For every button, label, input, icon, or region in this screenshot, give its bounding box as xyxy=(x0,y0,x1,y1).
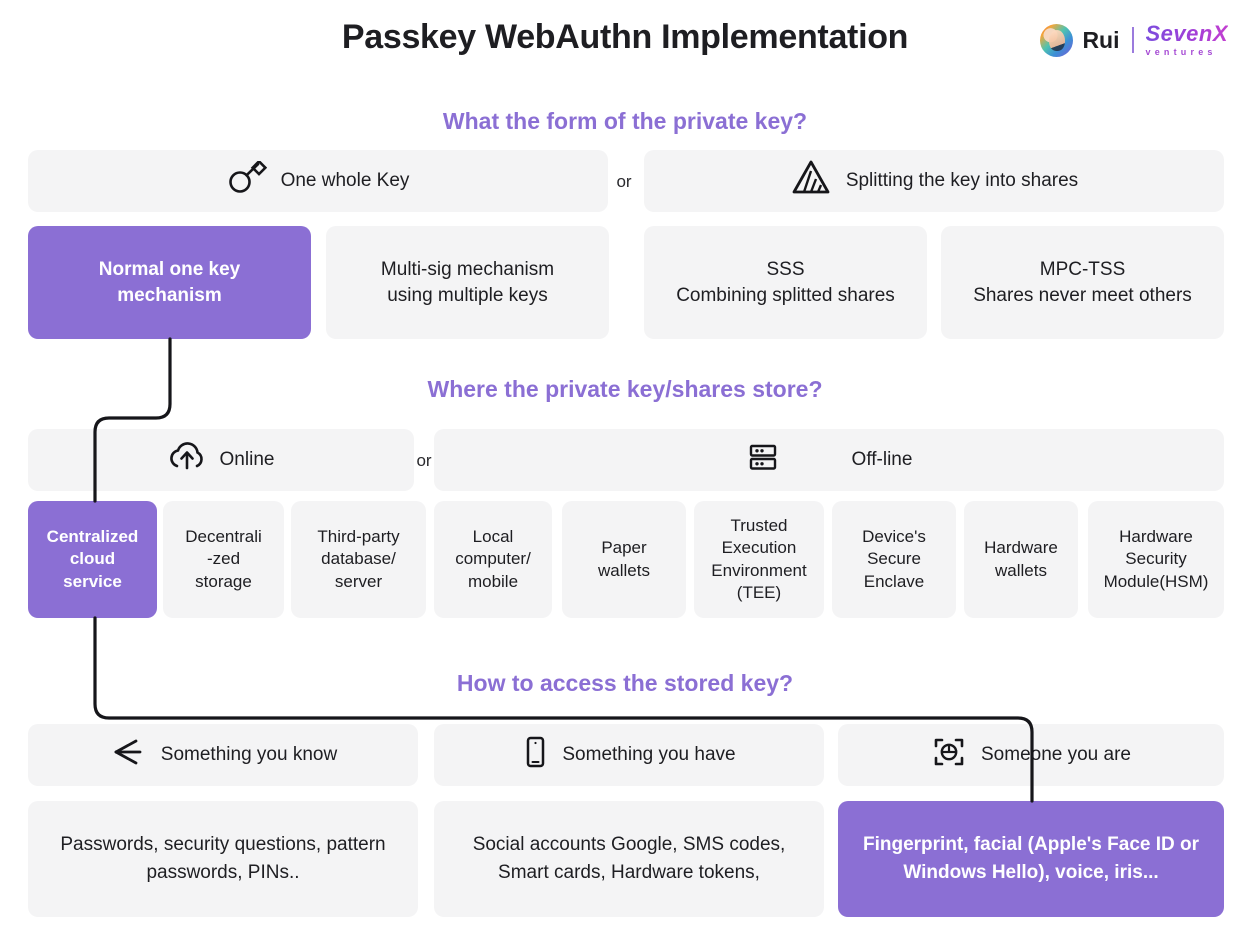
option-label: Someone you are xyxy=(981,744,1131,765)
brand-lockup: Rui SevenX ventures xyxy=(1040,20,1228,60)
storage-label: Trusted Execution Environment (TEE) xyxy=(711,516,807,602)
option-something-you-know[interactable]: Something you know xyxy=(28,724,418,786)
detail-something-you-have[interactable]: Social accounts Google, SMS codes, Smart… xyxy=(434,801,824,917)
storage-label: Device's Secure Enclave xyxy=(862,527,926,591)
avatar-portrait-icon xyxy=(1040,23,1074,57)
storage-label: Local computer/ mobile xyxy=(455,527,531,591)
face-scan-icon xyxy=(931,735,967,775)
option-label: Off-line xyxy=(851,449,913,470)
option-label: One whole Key xyxy=(280,170,410,191)
or-label-form: or xyxy=(616,172,632,191)
key-icon xyxy=(227,159,267,201)
storage-label: Hardware Security Module(HSM) xyxy=(1103,527,1209,591)
option-label: Online xyxy=(219,449,275,470)
detail-label: Social accounts Google, SMS codes, Smart… xyxy=(472,834,786,883)
storage-local-computer-mobile[interactable]: Local computer/ mobile xyxy=(434,501,552,618)
sevenx-logo-main: SevenX xyxy=(1145,21,1228,46)
detail-something-you-know[interactable]: Passwords, security questions, pattern p… xyxy=(28,801,418,917)
option-label: Something you know xyxy=(160,744,338,765)
choice-mpc-tss[interactable]: MPC-TSS Shares never meet others xyxy=(941,226,1224,339)
storage-device-secure-enclave[interactable]: Device's Secure Enclave xyxy=(832,501,956,618)
section-heading-form: What the form of the private key? xyxy=(442,108,808,134)
option-offline[interactable]: Off-line xyxy=(434,429,1224,491)
storage-decentralized-storage[interactable]: Decentrali -zed storage xyxy=(163,501,284,618)
cloud-upload-icon xyxy=(168,441,206,479)
choice-normal-one-key[interactable]: Normal one key mechanism xyxy=(28,226,311,339)
option-splitting-key[interactable]: Splitting the key into shares xyxy=(644,150,1224,212)
storage-hardware-wallets[interactable]: Hardware wallets xyxy=(964,501,1078,618)
choice-label: SSS Combining splitted shares xyxy=(676,259,895,306)
choice-sss[interactable]: SSS Combining splitted shares xyxy=(644,226,927,339)
storage-label: Hardware wallets xyxy=(984,538,1058,580)
section-heading-store: Where the private key/shares store? xyxy=(427,376,823,402)
storage-hardware-security-module[interactable]: Hardware Security Module(HSM) xyxy=(1088,501,1224,618)
choice-label: MPC-TSS Shares never meet others xyxy=(973,259,1192,306)
vertical-divider xyxy=(1131,27,1134,53)
arrow-left-knowledge-icon xyxy=(109,735,147,775)
mobile-phone-icon xyxy=(522,735,548,775)
detail-label: Passwords, security questions, pattern p… xyxy=(60,834,386,883)
storage-label: Decentrali -zed storage xyxy=(185,527,262,591)
option-label: Splitting the key into shares xyxy=(845,170,1079,191)
choice-multi-sig[interactable]: Multi-sig mechanism using multiple keys xyxy=(326,226,609,339)
brand-name: Rui xyxy=(1082,26,1120,53)
option-someone-you-are[interactable]: Someone you are xyxy=(838,724,1224,786)
storage-trusted-execution-environment[interactable]: Trusted Execution Environment (TEE) xyxy=(694,501,824,618)
detail-label: Fingerprint, facial (Apple's Face ID or … xyxy=(862,834,1200,883)
option-label: Something you have xyxy=(562,744,736,765)
section-heading-access: How to access the stored key? xyxy=(456,670,794,696)
sevenx-logo-sub: ventures xyxy=(1145,47,1217,57)
storage-label: Third-party database/ server xyxy=(317,527,400,591)
page-title: Passkey WebAuthn Implementation xyxy=(341,18,909,56)
storage-label: Centralized cloud service xyxy=(46,527,139,591)
sevenx-logo: SevenX ventures xyxy=(1145,21,1229,58)
storage-centralized-cloud-service[interactable]: Centralized cloud service xyxy=(28,501,157,618)
or-label-store: or xyxy=(416,451,432,470)
storage-paper-wallets[interactable]: Paper wallets xyxy=(562,501,686,618)
choice-label: Multi-sig mechanism using multiple keys xyxy=(380,259,555,306)
detail-someone-you-are[interactable]: Fingerprint, facial (Apple's Face ID or … xyxy=(838,801,1224,917)
server-rack-icon xyxy=(746,440,780,480)
split-triangle-icon xyxy=(790,159,832,203)
option-one-whole-key[interactable]: One whole Key xyxy=(28,150,608,212)
page-header: Passkey WebAuthn Implementation Rui Seve… xyxy=(0,0,1250,90)
choice-label: Normal one key mechanism xyxy=(98,259,241,306)
option-online[interactable]: Online xyxy=(28,429,414,491)
storage-third-party-database[interactable]: Third-party database/ server xyxy=(291,501,426,618)
option-something-you-have[interactable]: Something you have xyxy=(434,724,824,786)
storage-label: Paper wallets xyxy=(598,538,650,580)
